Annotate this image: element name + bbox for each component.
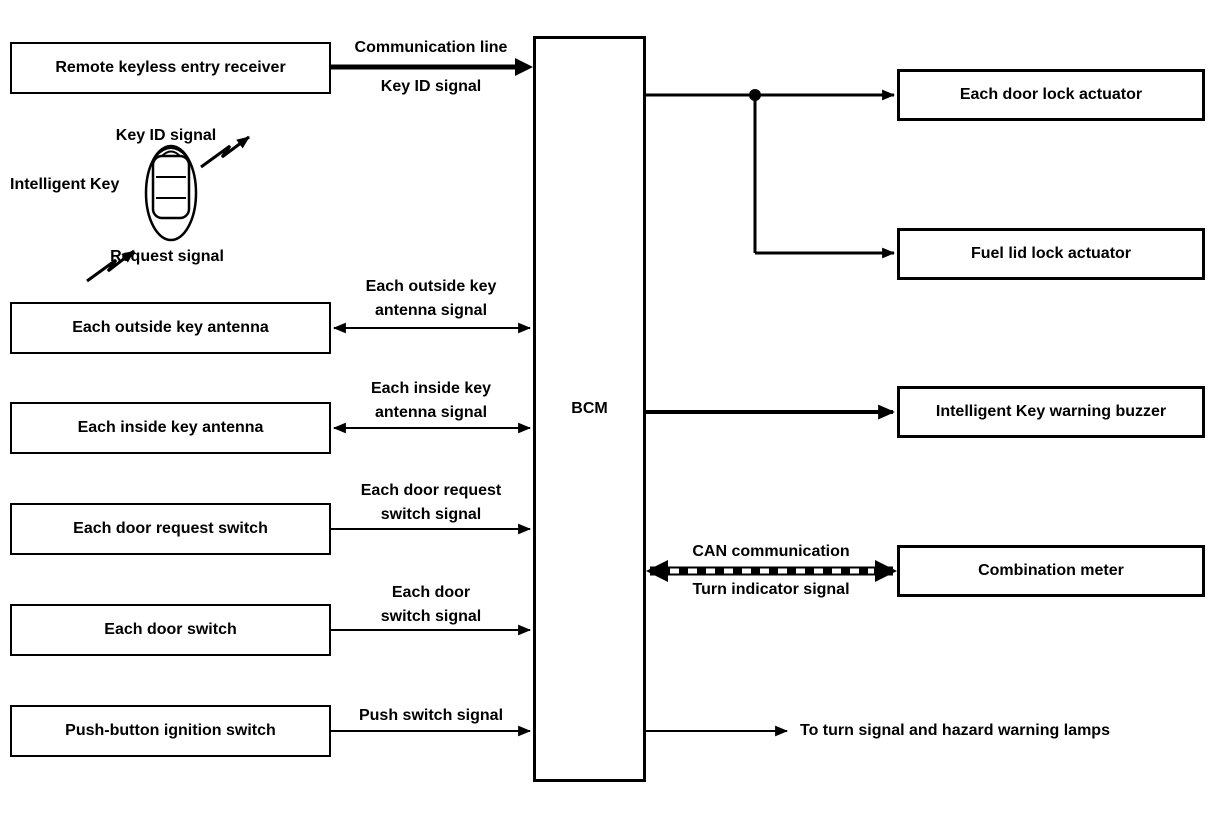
box-each-outside-key-antenna: Each outside key antenna — [10, 302, 331, 354]
label-turn-signal-hazard-lamps-output: To turn signal and hazard warning lamps — [800, 722, 1110, 739]
label-can-communication: CAN communication — [692, 543, 850, 560]
label-line-1: Each door request — [360, 482, 502, 499]
box-label: Each door lock actuator — [959, 86, 1143, 103]
box-label: Each inside key antenna — [77, 419, 264, 436]
bcm-label: BCM — [571, 400, 608, 417]
arrow-can-communication — [646, 560, 897, 582]
label-outside-antenna-signal: Each outside key antenna signal — [366, 275, 497, 323]
box-remote-keyless-entry-receiver: Remote keyless entry receiver — [10, 42, 331, 94]
box-label: Each outside key antenna — [72, 319, 269, 336]
label-line-1: Each inside key — [370, 380, 492, 397]
label-turn-indicator-signal: Turn indicator signal — [692, 581, 850, 598]
box-each-door-lock-actuator: Each door lock actuator — [897, 69, 1205, 121]
box-label: Each door switch — [104, 621, 237, 638]
box-combination-meter: Combination meter — [897, 545, 1205, 597]
box-label: Each door request switch — [73, 520, 268, 537]
label-line-1: Each door — [391, 584, 471, 601]
label-key-id-signal-line: Key ID signal — [380, 78, 482, 95]
label-line-2: switch signal — [380, 608, 482, 625]
box-label: Combination meter — [978, 562, 1124, 579]
lightning-bolt-top-icon — [200, 135, 250, 169]
lightning-bolt-bottom-icon — [86, 249, 135, 283]
label-line-2: antenna signal — [374, 302, 488, 319]
label-request-signal: Request signal — [110, 248, 224, 265]
box-label: Push-button ignition switch — [65, 722, 276, 739]
label-line-2: antenna signal — [374, 404, 488, 421]
box-each-inside-key-antenna: Each inside key antenna — [10, 402, 331, 454]
label-line-1: Each outside key — [365, 278, 497, 295]
label-key-id-signal-fob: Key ID signal — [115, 127, 217, 144]
intelligent-key-icon — [144, 144, 198, 242]
label-inside-antenna-signal: Each inside key antenna signal — [371, 377, 491, 425]
box-each-door-switch: Each door switch — [10, 604, 331, 656]
label-communication-line: Communication line — [354, 39, 508, 56]
label-line-2: switch signal — [380, 506, 482, 523]
label-intelligent-key: Intelligent Key — [10, 176, 120, 193]
arrow-communication-line — [331, 58, 533, 76]
box-label: Fuel lid lock actuator — [970, 245, 1132, 262]
arrow-door-lock-actuator — [646, 89, 896, 259]
box-fuel-lid-lock-actuator: Fuel lid lock actuator — [897, 228, 1205, 280]
label-door-request-switch-signal: Each door request switch signal — [361, 479, 501, 527]
box-push-button-ignition-switch: Push-button ignition switch — [10, 705, 331, 757]
box-label: Intelligent Key warning buzzer — [935, 403, 1167, 420]
box-label: Remote keyless entry receiver — [55, 59, 286, 76]
box-each-door-request-switch: Each door request switch — [10, 503, 331, 555]
box-bcm: BCM — [533, 36, 646, 782]
label-door-switch-signal: Each door switch signal — [381, 581, 481, 629]
label-push-switch-signal: Push switch signal — [358, 707, 504, 724]
box-intelligent-key-warning-buzzer: Intelligent Key warning buzzer — [897, 386, 1205, 438]
